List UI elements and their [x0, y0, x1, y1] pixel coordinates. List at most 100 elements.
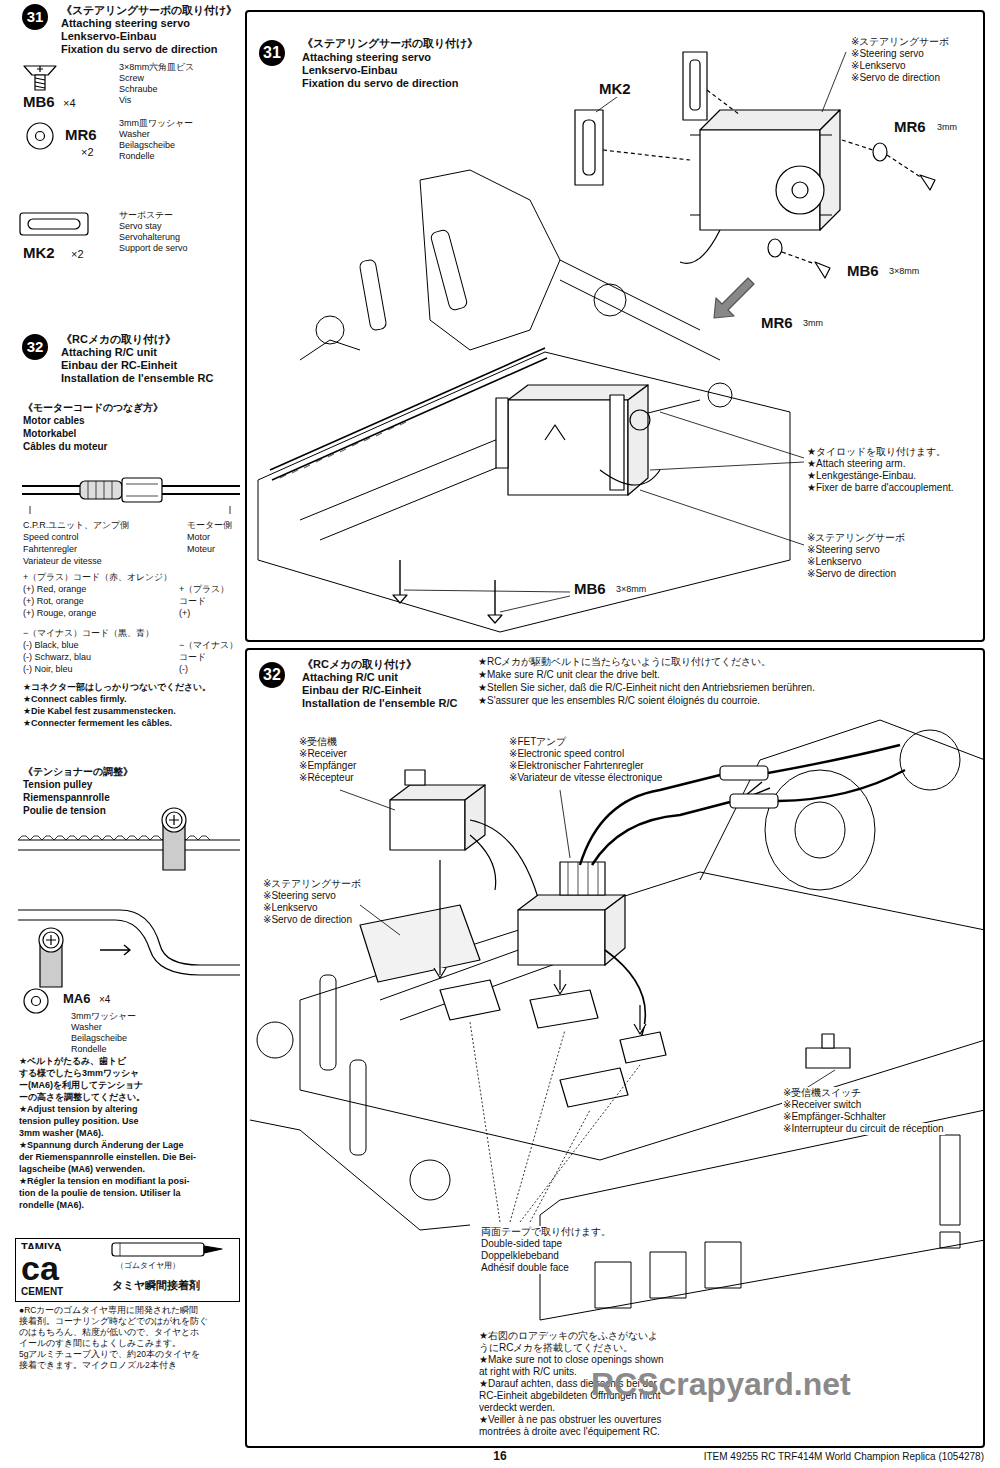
note-text: +（プラス） — [178, 584, 230, 594]
steering-servo-pad — [360, 905, 480, 982]
note-text: ★Attach steering arm. — [806, 458, 906, 470]
note-text: Câbles du moteur — [22, 441, 108, 453]
part-code: MR6 — [64, 126, 98, 143]
note-text: ※Servo de direction — [850, 72, 941, 84]
note-text: ★Connect cables firmly. — [22, 694, 127, 704]
part-code: MA6 — [62, 992, 91, 1007]
note-text: Schraube — [118, 84, 159, 94]
step-number: 32 — [22, 334, 48, 360]
step-number: 31 — [22, 4, 48, 30]
note-text: ※Receiver — [298, 748, 348, 760]
note-text: (+) Red, orange — [22, 584, 87, 594]
note-text: −（マイナス）コード（黒、青） — [22, 628, 155, 638]
note-text: ※ステアリングサーボ — [850, 36, 950, 48]
note-text: Support de servo — [118, 243, 189, 253]
steering-servo-installed — [496, 385, 660, 495]
note-text: 《RCメカの取り付け》 — [60, 333, 177, 346]
note-text: ★Spannung durch Änderung der Lage — [18, 1140, 185, 1150]
note-text: ※Elektronischer Fahrtenregler — [508, 760, 645, 772]
note-text: うにRCメカを搭載してください。 — [478, 1342, 634, 1354]
note-text: Beilagscheibe — [118, 140, 176, 150]
note-text: (-) Noir, bleu — [22, 664, 74, 674]
note-text: Attaching steering servo — [60, 17, 191, 30]
note-text: Variateur de vitesse — [22, 556, 103, 566]
note-text: der Riemenspannrolle einstellen. Die Bei… — [18, 1152, 197, 1162]
note-text: コード — [178, 596, 207, 606]
double-sided-tape — [434, 860, 666, 1107]
note-text: ※ステアリングサーボ — [262, 878, 362, 890]
note-text: Servo stay — [118, 221, 163, 231]
note-text: Riemenspannrolle — [22, 792, 111, 804]
note-text: 5gアルミチューブ入りで、約20本のタイヤを — [18, 1350, 201, 1360]
tension-pulley-drawing — [18, 808, 240, 987]
note-text: Rondelle — [70, 1044, 108, 1054]
note-text: ★ベルトがたるみ、歯トビ — [18, 1056, 127, 1066]
note-text: rondelle (MA6). — [18, 1200, 85, 1210]
note-text: (-) — [178, 664, 189, 674]
note-text: ※Lenkservo — [262, 902, 319, 914]
note-text: Double-sided tape — [480, 1238, 563, 1250]
note-text: 《モーターコードのつなぎ方》 — [22, 402, 164, 414]
note-text: ★右図のロアデッキの穴をふさがないよ — [478, 1330, 659, 1342]
note-text: (-) Black, blue — [22, 640, 80, 650]
note-text: Beilagscheibe — [70, 1033, 128, 1043]
note-text: 3mm皿ワッシャー — [118, 118, 194, 128]
note-text: ITEM 49255 RC TRF414M World Champion Rep… — [703, 1451, 985, 1463]
heading-text: Attaching R/C unit — [302, 671, 398, 684]
note-text: Attaching R/C unit — [60, 346, 158, 359]
note-text: ★コネクター部はしっかりつないでください。 — [22, 682, 212, 692]
note-text: tension pulley position. Use — [18, 1116, 140, 1126]
note-text: ※Récepteur — [298, 772, 355, 784]
note-text: Speed control — [22, 532, 80, 542]
part-code: MR6 — [893, 118, 927, 135]
note-text: ※Servo de direction — [262, 914, 353, 926]
note-text: 接着剤。コーナリング時などでのはがれを防ぐ — [18, 1317, 209, 1327]
heading-text: Attaching steering servo — [302, 51, 431, 64]
note-text: イールのすき間にもよくしみこみます。 — [18, 1339, 182, 1349]
arrow — [714, 278, 754, 318]
part-code: MR6 — [760, 314, 794, 331]
heading-text: 《RCメカの取り付け》 — [302, 658, 417, 671]
note-text: のはもちろん、粘度が低いので、タイヤとホ — [18, 1328, 200, 1338]
note-text: ※Interrupteur du circuit de réception — [782, 1123, 945, 1135]
note-text: Fahrtenregler — [22, 544, 78, 554]
note-text: ★Die Kabel fest zusammenstecken. — [22, 706, 177, 716]
note-text: ※Servo de direction — [806, 568, 897, 580]
part-code: MK2 — [598, 80, 632, 97]
note-text: ※受信機 — [298, 736, 338, 748]
note-text: Motor cables — [22, 415, 86, 427]
note-text: tion de la poulie de tension. Utiliser l… — [18, 1188, 182, 1198]
note-text: Einbau der RC-Einheit — [60, 359, 178, 372]
note-text: ★タイロッドを取り付けます。 — [806, 446, 947, 458]
note-text: ※ステアリングサーボ — [806, 532, 906, 544]
note-text: (+) Rot, orange — [22, 596, 85, 606]
heading-text: （ゴムタイヤ用） — [116, 1261, 180, 1270]
note-text: ★Fixer de barre d'accouplement. — [806, 482, 955, 494]
note-text: Installation de l'ensemble RC — [60, 372, 214, 385]
note-text: Lenkservo-Einbau — [60, 30, 157, 43]
note-text: ※Electronic speed control — [508, 748, 625, 760]
chassis-drawing — [250, 720, 985, 1320]
note-text: ×2 — [70, 248, 85, 261]
note-text: ×2 — [80, 146, 95, 159]
washer-icon — [24, 989, 48, 1013]
note-text: ★Adjust tension by altering — [18, 1104, 139, 1114]
note-text: ●RCカーのゴムタイヤ専用に開発された瞬間 — [18, 1306, 199, 1316]
note-text: Motor — [186, 532, 211, 542]
note-text: Motorkabel — [22, 428, 77, 440]
heading-text: Lenkservo-Einbau — [302, 64, 397, 77]
step-number: 31 — [259, 40, 285, 66]
note-text: 接着できます。マイクロノズル2本付き — [18, 1361, 178, 1371]
note-text: 3mmワッシャー — [70, 1011, 137, 1021]
screw-washer-drawing — [393, 140, 935, 623]
note-text: ★S'assurer que les ensembles R/C soient … — [477, 695, 761, 707]
note-text: ※Empfänger — [298, 760, 357, 772]
note-text: Tension pulley — [22, 779, 93, 791]
heading-text: Einbau der R/C-Einheit — [302, 684, 421, 697]
note-text: C.P.R.ユニット、アンプ側 — [22, 520, 130, 530]
note-text: Servohalterung — [118, 232, 181, 242]
part-code: MB6 — [846, 262, 880, 279]
note-text: +（プラス）コード（赤、オレンジ） — [22, 572, 173, 582]
leader-line — [404, 52, 846, 612]
part-code: MK2 — [22, 244, 56, 261]
